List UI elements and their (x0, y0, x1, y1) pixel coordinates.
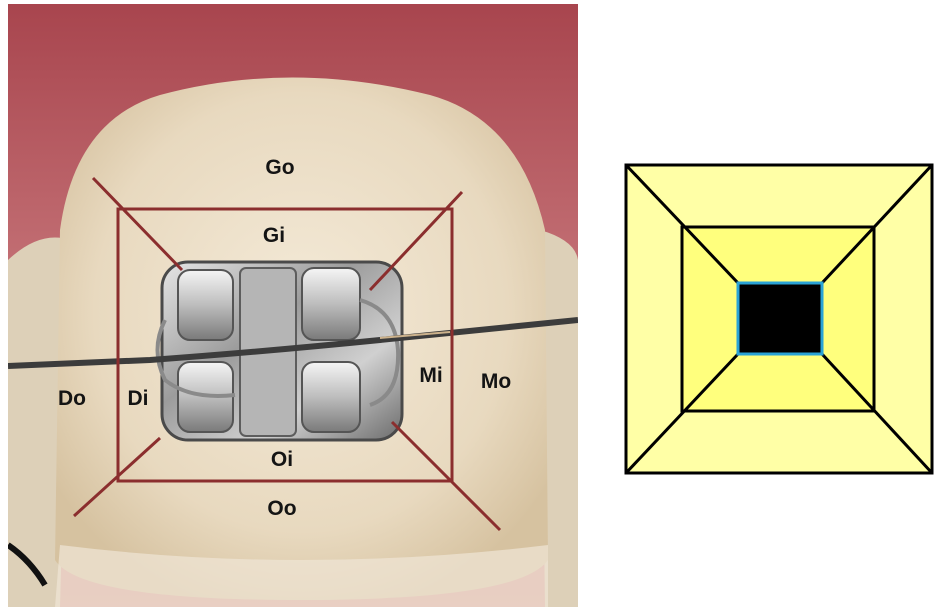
ligature-tie-right (359, 298, 401, 407)
label-occlusal-inner: Oi (271, 448, 293, 471)
label-gingival-inner: Gi (263, 224, 285, 247)
diagonal-occlusal-mesial (390, 420, 502, 532)
schematic-diagonal-bottom-right (820, 352, 934, 475)
bracket-photo: Go Gi Do Di Mi Mo Oi Oo (8, 4, 578, 607)
label-mesial-inner: Mi (419, 364, 442, 387)
elastic-hook (8, 542, 48, 587)
archwire (8, 317, 578, 369)
schematic-diagonal-bottom-left (624, 352, 740, 475)
bracket-wing-top-left (177, 269, 234, 341)
ligature-tie-left (155, 319, 236, 398)
bracket (155, 260, 404, 442)
schematic-diagonal-top-left (624, 163, 740, 285)
label-distal-inner: Di (128, 387, 149, 410)
schematic-diagonal-top-right (820, 163, 934, 285)
label-distal-outer: Do (58, 387, 86, 410)
diagonal-gingival-distal (91, 176, 184, 272)
region-schematic (624, 163, 934, 475)
incisal-edge (55, 545, 548, 607)
region-overlay (72, 176, 502, 532)
schematic-diagonals (624, 163, 934, 475)
adjacent-tooth-left (8, 237, 70, 607)
label-occlusal-outer: Oo (267, 497, 296, 520)
bracket-wing-top-right (301, 267, 361, 341)
label-gingival-outer: Go (265, 156, 294, 179)
schematic-bracket (736, 281, 824, 356)
archwire-highlight (379, 331, 451, 339)
diagonal-occlusal-distal (72, 436, 162, 518)
diagonal-gingival-mesial (368, 190, 464, 292)
label-mesial-outer: Mo (481, 370, 511, 393)
bracket-wing-bottom-right (301, 361, 361, 433)
region-boundary-rect (116, 207, 454, 483)
